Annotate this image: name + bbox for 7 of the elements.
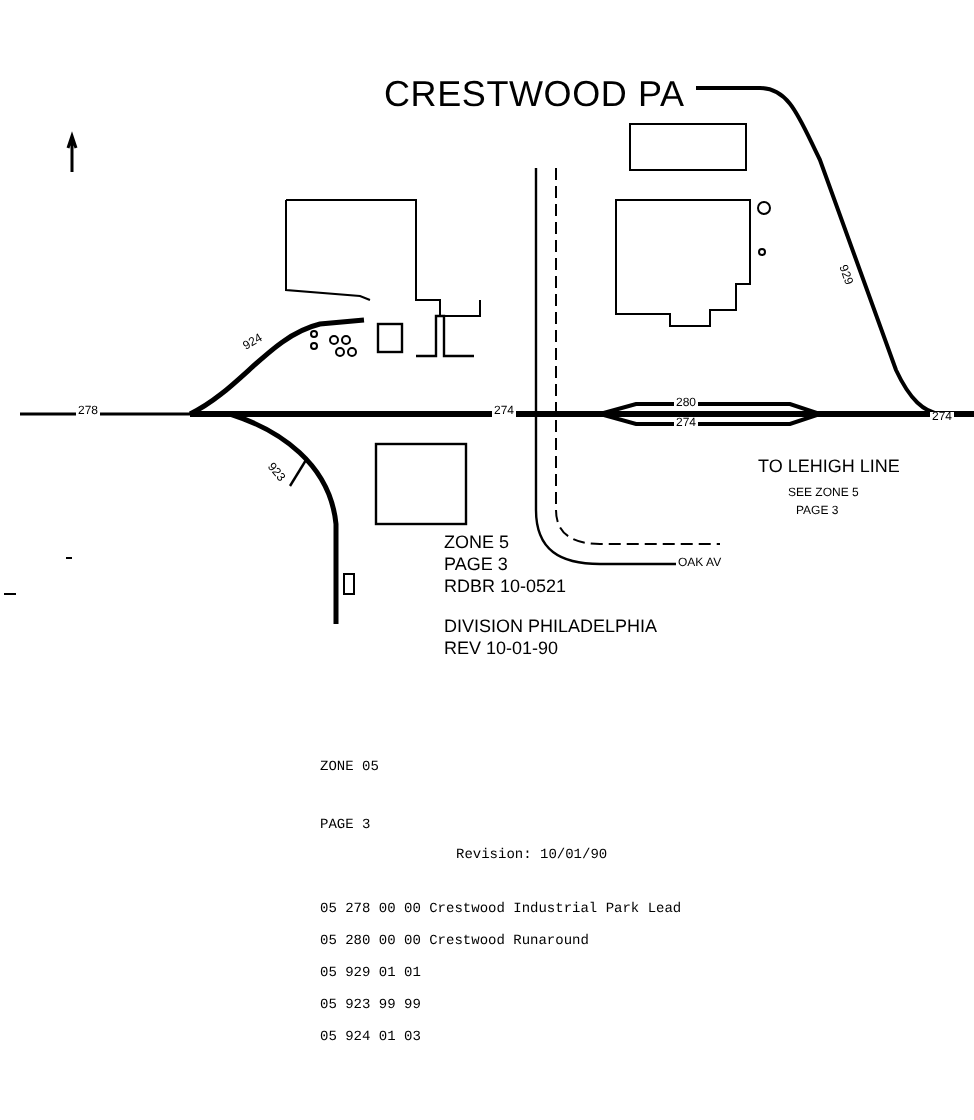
note: PAGE 3: [444, 556, 508, 574]
note: DIVISION PHILADELPHIA: [444, 618, 658, 636]
map-title: CRESTWOOD PA: [384, 76, 685, 112]
note: ZONE 5: [444, 534, 510, 552]
note: RDBR 10-0521: [444, 578, 567, 596]
note: REV 10-01-90: [444, 640, 559, 658]
note: TO LEHIGH LINE: [758, 458, 900, 476]
